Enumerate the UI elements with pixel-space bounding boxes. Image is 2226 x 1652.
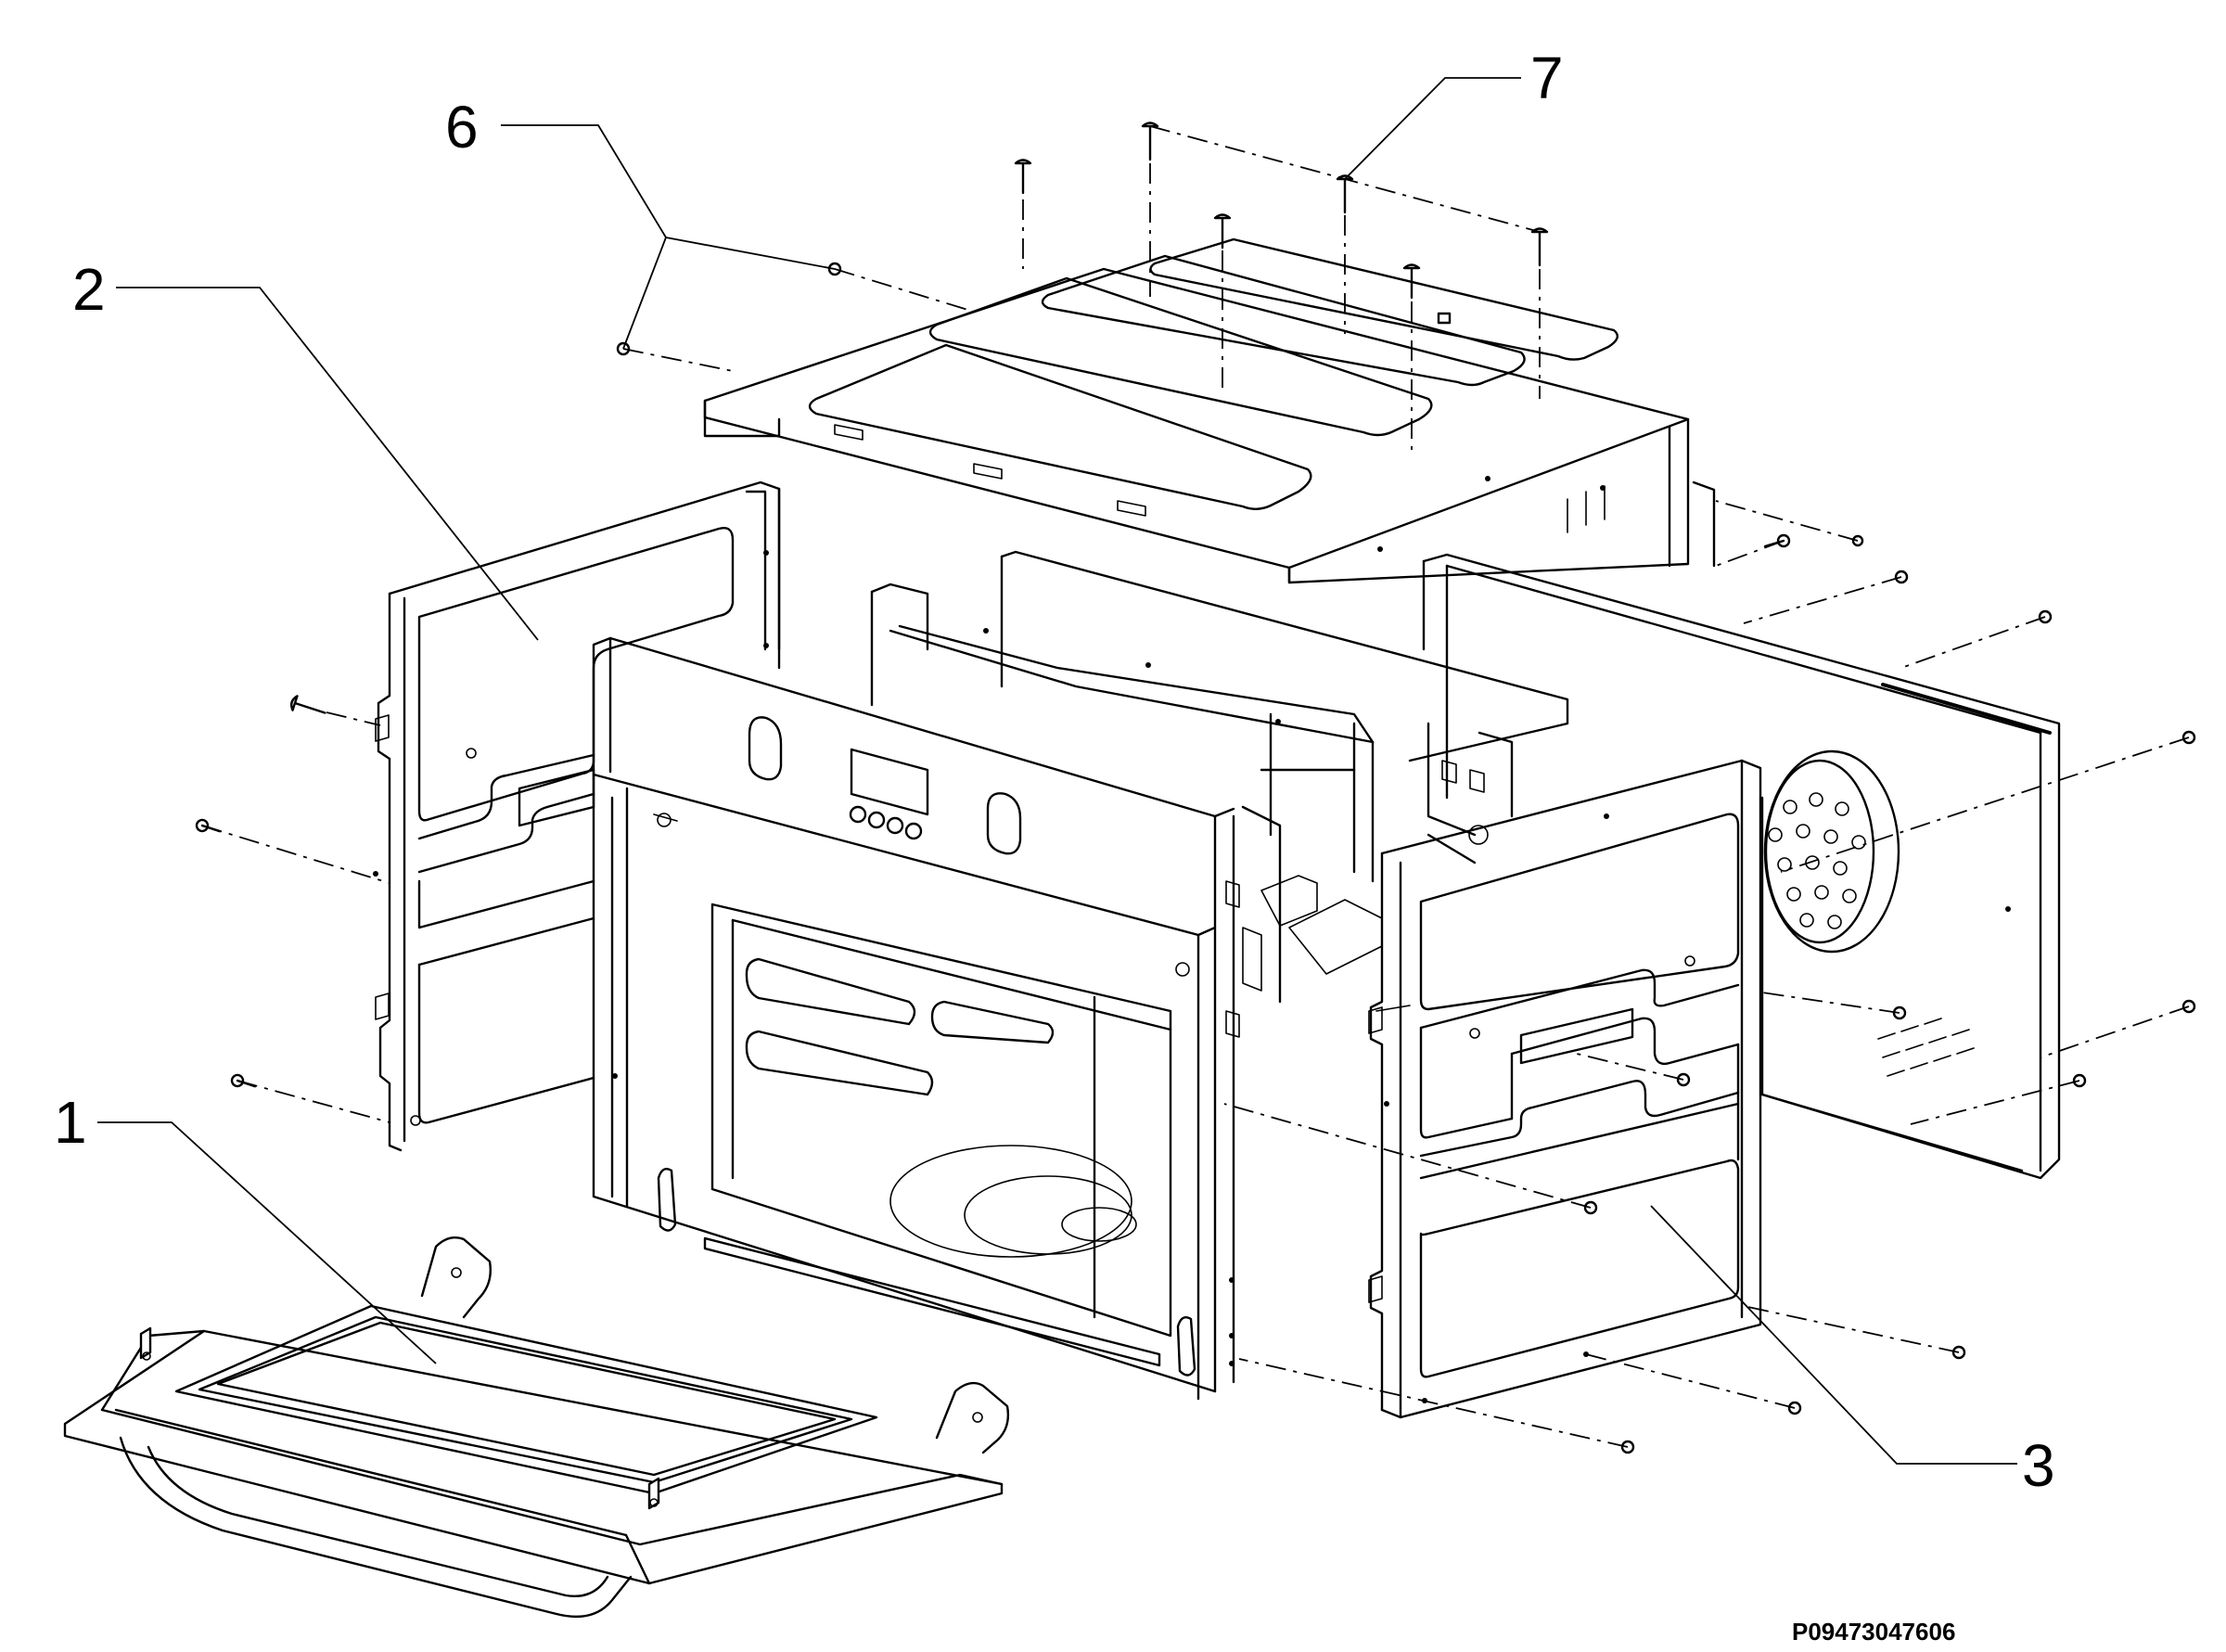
front-frame [592,636,1240,1401]
callout-1: 1 [54,1089,87,1156]
assembly-lines [201,125,2190,1448]
screws [195,122,2196,1454]
drawing-code: P09473047606 [1792,1618,1955,1646]
oven-door [63,1236,1010,1618]
top-cover [703,237,1716,584]
callout-3: 3 [2022,1432,2055,1499]
rear-panel [1422,553,2061,1180]
callout-labels: 6 7 2 1 3 [54,45,2055,1499]
leader-lines [97,77,2017,1465]
callout-6: 6 [445,94,479,160]
right-side-panel [1368,759,1762,1419]
left-side-panel [373,480,781,1152]
callout-2: 2 [72,256,106,323]
rear-vent-slots [1877,1018,1975,1077]
callout-7: 7 [1530,45,1564,111]
inner-electronics [870,550,1569,1004]
fan-vent-holes [1768,792,1866,929]
